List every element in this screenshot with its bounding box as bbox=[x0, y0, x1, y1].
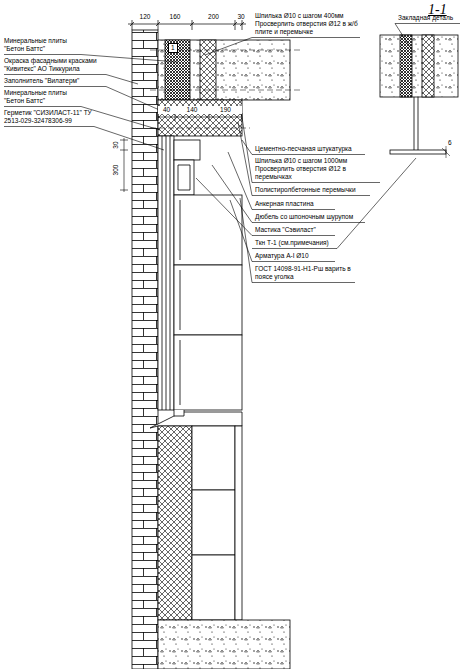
stud-line bbox=[150, 50, 300, 90]
dimension-text: 200 bbox=[192, 13, 235, 21]
dimension-line bbox=[120, 138, 128, 192]
leader-underline bbox=[252, 235, 335, 236]
masonry-block bbox=[192, 426, 242, 620]
dimension-text: 300 bbox=[112, 160, 120, 180]
section-marker: 1 bbox=[168, 43, 178, 53]
embedded-part-detail bbox=[380, 35, 458, 158]
leader-underline bbox=[395, 23, 460, 24]
callout-label: Заполнитель "Вилатерм" bbox=[4, 77, 104, 85]
leader-line bbox=[196, 178, 252, 236]
callout-label: Арматура А-I Ø10 bbox=[255, 252, 335, 260]
dimension-text: 40 bbox=[158, 106, 175, 114]
callout-label: ГОСТ 14098-91-Н1-Рш варить в поясе уголк… bbox=[255, 265, 355, 281]
insulation bbox=[200, 40, 216, 100]
leader-underline bbox=[252, 248, 337, 249]
window-sill bbox=[150, 410, 242, 428]
dimension-text: 140 bbox=[175, 106, 209, 114]
dimension-text: 190 bbox=[209, 106, 242, 114]
concrete-slab bbox=[158, 40, 290, 100]
leader-underline bbox=[252, 209, 335, 210]
dimension-text: 30 bbox=[235, 13, 247, 21]
stud-line bbox=[150, 128, 250, 129]
insulation bbox=[165, 40, 190, 100]
leader-underline bbox=[252, 37, 360, 38]
leader-line bbox=[106, 87, 164, 113]
leader-line bbox=[205, 38, 252, 56]
concrete-slab bbox=[158, 620, 290, 669]
callout-label: Минеральные плиты "Бетон Баттс" bbox=[4, 89, 79, 105]
dimension-line bbox=[128, 20, 246, 30]
dimension-text: 30 bbox=[112, 137, 120, 153]
leader-underline bbox=[4, 74, 106, 75]
callout-label: Ткн Т-1 (см.примечания) bbox=[255, 239, 335, 247]
leader-line bbox=[337, 158, 416, 249]
leader-underline bbox=[4, 106, 81, 107]
leader-underline bbox=[4, 126, 94, 127]
leader-line bbox=[94, 127, 164, 151]
lintel bbox=[158, 100, 242, 136]
insulation bbox=[158, 426, 192, 620]
callout-label: Анкерная пластина bbox=[255, 200, 335, 208]
dimension-text: 6 bbox=[448, 139, 458, 147]
callout-label: Герметик "СИЗИЛАСТ-11" ТУ 2513-029-32478… bbox=[4, 109, 92, 125]
callout-label: Закладная деталь bbox=[398, 14, 460, 22]
leader-underline bbox=[252, 261, 335, 262]
leader-line bbox=[238, 122, 252, 196]
callout-label: Дюбель со шпоночным шурупом bbox=[255, 213, 365, 221]
leader-line bbox=[230, 200, 252, 262]
callout-label: Минеральные плиты "Бетон Баттс" bbox=[4, 37, 79, 53]
leader-underline bbox=[252, 154, 365, 155]
window-frame bbox=[158, 136, 242, 410]
leader-underline bbox=[4, 54, 81, 55]
dimension-line bbox=[158, 113, 242, 121]
dimension-text: 160 bbox=[158, 13, 192, 21]
callout-label: Мастика "Сэвиласт" bbox=[255, 226, 335, 234]
callout-label: Полистиролбетонные перемычки bbox=[255, 186, 370, 194]
callout-label: Шпилька Ø10 с шагом 400мм Просверлить от… bbox=[255, 12, 360, 36]
callout-label: Цементно-песчаная штукатурка bbox=[255, 145, 365, 153]
leader-line bbox=[106, 75, 138, 85]
leader-underline bbox=[252, 282, 355, 283]
leader-line bbox=[395, 24, 412, 51]
leader-underline bbox=[252, 182, 380, 183]
leader-line bbox=[228, 152, 252, 210]
leader-underline bbox=[4, 86, 106, 87]
dimension-text: 120 bbox=[132, 13, 158, 21]
leader-line bbox=[212, 165, 252, 223]
callout-label: Шпилька Ø10 с шагом 1000мм Просверлить о… bbox=[255, 157, 380, 181]
callout-label: Окраска фасадными красками "Кивитекс" АО… bbox=[4, 57, 104, 73]
leader-underline bbox=[252, 222, 365, 223]
leader-line bbox=[240, 198, 252, 283]
leader-underline bbox=[252, 195, 370, 196]
